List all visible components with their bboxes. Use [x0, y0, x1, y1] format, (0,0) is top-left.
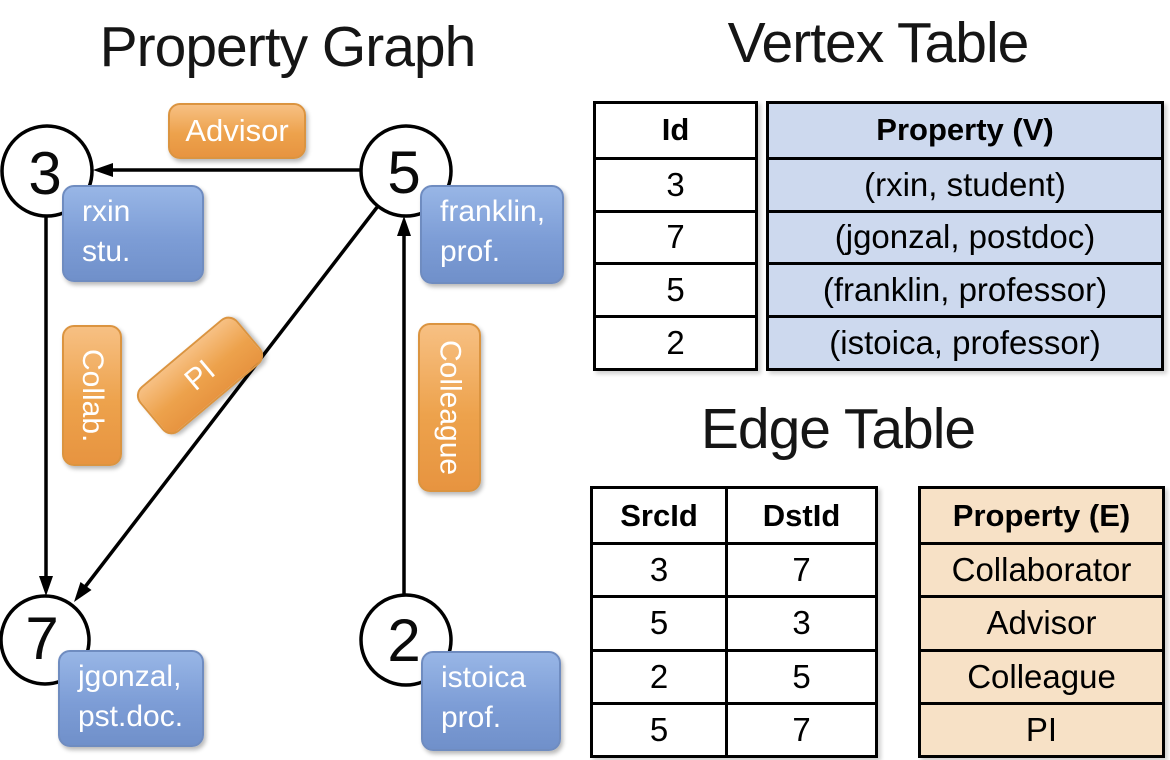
arrowhead-pi	[74, 582, 92, 602]
edge-table-header-property: Property (E)	[921, 489, 1162, 543]
vertex-props-jgonzal: jgonzal, pst.doc.	[58, 650, 204, 747]
table-cell: (franklin, professor)	[769, 262, 1161, 316]
arrowhead-colleague	[397, 216, 411, 236]
table-cell: 5	[596, 262, 755, 315]
vertex-id-3: 3	[28, 139, 62, 207]
vertex-props-line: jgonzal,	[78, 660, 182, 693]
arrowhead-advisor	[93, 163, 113, 177]
table-cell: 7	[596, 209, 755, 263]
vertex-props-line: istoica	[441, 661, 527, 694]
edge-table-header-dstid: DstId	[725, 489, 875, 543]
table-cell: PI	[921, 701, 1162, 755]
table-cell: 5	[593, 701, 725, 755]
vertex-table-property-column: Property (V) (rxin, student) (jgonzal, p…	[766, 101, 1164, 371]
edge-table-title: Edge Table	[700, 397, 976, 461]
vertex-table-header-id: Id	[661, 112, 690, 148]
vertex-props-rxin: rxin stu.	[62, 185, 204, 282]
vertex-id-2: 2	[387, 606, 421, 674]
table-cell: (istoica, professor)	[769, 315, 1161, 368]
edge-label-colleague: Colleague	[418, 323, 481, 492]
table-cell: 3	[593, 542, 725, 595]
vertex-id-7: 7	[25, 604, 59, 672]
edge-label-collab: Collab.	[62, 325, 122, 466]
vertex-table-id-column: Id 3 7 5 2	[593, 101, 758, 371]
vertex-props-line: pst.doc.	[78, 700, 184, 733]
table-cell: 3	[725, 595, 875, 649]
vertex-props-line: stu.	[82, 235, 131, 268]
edge-line-pi-5-7	[83, 204, 380, 589]
table-cell: Advisor	[921, 595, 1162, 649]
table-cell: 3	[596, 156, 755, 210]
vertex-props-istoica: istoica prof.	[421, 651, 561, 751]
edge-table-header-srcid: SrcId	[620, 497, 698, 533]
table-cell: 2	[596, 315, 755, 368]
table-cell: 7	[725, 701, 875, 755]
vertex-props-line: franklin,	[440, 195, 546, 228]
vertex-table-header-property: Property (V)	[769, 104, 1161, 157]
edge-table-id-columns: SrcId DstId 3 7 5 3 2 5 5 7	[590, 486, 878, 758]
property-graph-title: Property Graph	[99, 15, 477, 79]
vertex-props-line: rxin	[82, 195, 131, 228]
table-cell: 5	[593, 595, 725, 648]
vertex-props-line: prof.	[440, 235, 501, 268]
table-cell: 7	[725, 542, 875, 596]
vertex-props-franklin: franklin, prof.	[420, 185, 564, 284]
table-cell: Colleague	[921, 648, 1162, 702]
vertex-props-line: prof.	[441, 701, 502, 734]
edge-label-advisor: Advisor	[168, 103, 306, 159]
table-cell: (jgonzal, postdoc)	[769, 209, 1161, 263]
table-cell: (rxin, student)	[769, 156, 1161, 210]
table-cell: Collaborator	[921, 542, 1162, 596]
vertex-table-title: Vertex Table	[727, 11, 1030, 75]
table-cell: 5	[725, 648, 875, 702]
edge-table-property-column: Property (E) Collaborator Advisor Collea…	[918, 486, 1165, 758]
arrowhead-collab	[39, 576, 53, 596]
vertex-id-5: 5	[387, 138, 421, 206]
table-cell: 2	[593, 648, 725, 702]
